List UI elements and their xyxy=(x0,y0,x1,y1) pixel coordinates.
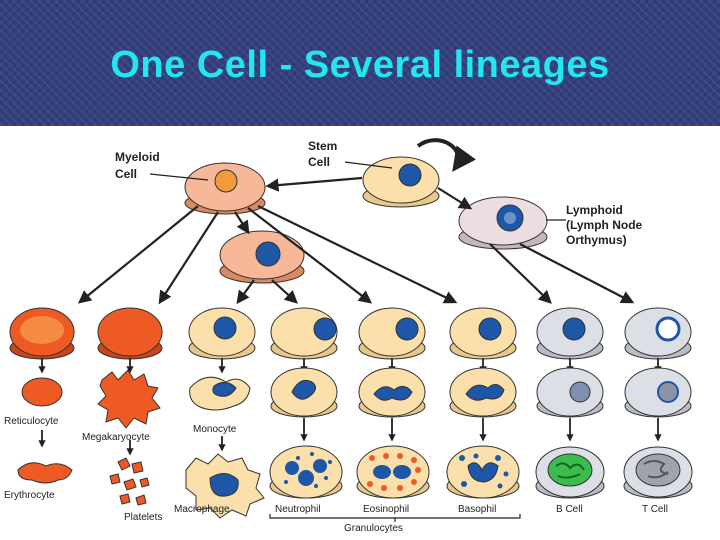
row-1-cells xyxy=(9,307,692,360)
lineage-arrows xyxy=(77,176,635,305)
svg-text:Stem: Stem xyxy=(308,139,337,153)
svg-text:Orthymus): Orthymus) xyxy=(566,233,627,247)
stem-cell-label: Stem Cell xyxy=(308,139,337,169)
myeloid-cell-label: Myeloid Cell xyxy=(115,150,160,181)
row-3-cells xyxy=(17,445,693,519)
reticulocyte-label: Reticulocyte xyxy=(4,416,59,427)
svg-text:(Lymph Node: (Lymph Node xyxy=(566,218,643,232)
stem-cell xyxy=(362,156,440,208)
svg-text:Lymphoid: Lymphoid xyxy=(566,203,623,217)
row-3-labels: Erythrocyte Platelets Macrophage Neutrop… xyxy=(4,490,668,534)
erythrocyte-label: Erythrocyte xyxy=(4,490,55,501)
row-2-arrows xyxy=(38,418,662,456)
lymphoid-progenitor-cell xyxy=(458,196,548,250)
megakaryocyte-label: Megakaryocyte xyxy=(82,432,150,443)
myeloid-progenitor-cell xyxy=(219,230,305,284)
slide-title: One Cell - Several lineages xyxy=(110,44,610,86)
granulocytes-label: Granulocytes xyxy=(344,523,403,534)
monocyte-label: Monocyte xyxy=(193,424,237,435)
granulocytes-bracket xyxy=(269,514,521,522)
eosinophil-label: Eosinophil xyxy=(363,504,409,515)
myeloid-cell xyxy=(184,162,266,215)
svg-text:Cell: Cell xyxy=(308,155,330,169)
basophil-label: Basophil xyxy=(458,504,496,515)
cell-lineage-diagram: Myeloid Cell Stem Cell Lymphoid (Lymph N… xyxy=(0,126,720,540)
macrophage-label: Macrophage xyxy=(174,504,230,515)
lymphoid-label: Lymphoid (Lymph Node Orthymus) xyxy=(566,203,643,247)
platelets-label: Platelets xyxy=(124,512,162,523)
svg-text:Cell: Cell xyxy=(115,167,137,181)
svg-text:Myeloid: Myeloid xyxy=(115,150,160,164)
neutrophil-label: Neutrophil xyxy=(275,504,321,515)
self-renewal-arrow xyxy=(416,138,476,172)
t-cell-label: T Cell xyxy=(642,504,668,515)
b-cell-label: B Cell xyxy=(556,504,583,515)
row-2-labels: Reticulocyte Megakaryocyte Monocyte xyxy=(4,416,237,443)
row-2-cells xyxy=(21,367,692,429)
